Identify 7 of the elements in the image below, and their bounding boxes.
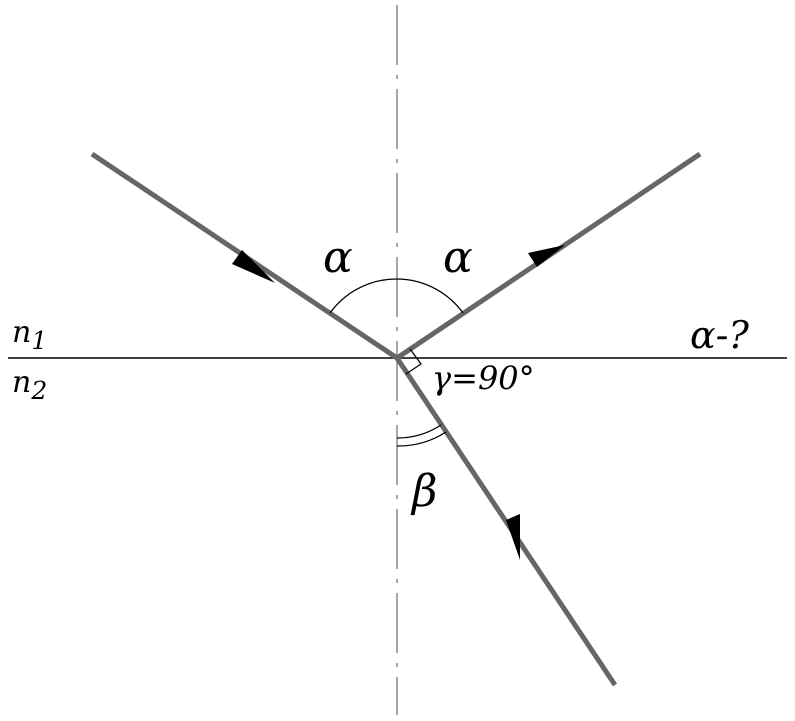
angle-label: α: [323, 236, 353, 280]
question-label: α-?: [690, 316, 749, 354]
angle-label: α: [443, 236, 473, 280]
medium-label: n$_{1}$: [12, 318, 48, 353]
medium-label: n$_{2}$: [12, 368, 48, 403]
angle-label: β: [412, 470, 438, 514]
angle-label: γ=90°: [432, 362, 535, 394]
